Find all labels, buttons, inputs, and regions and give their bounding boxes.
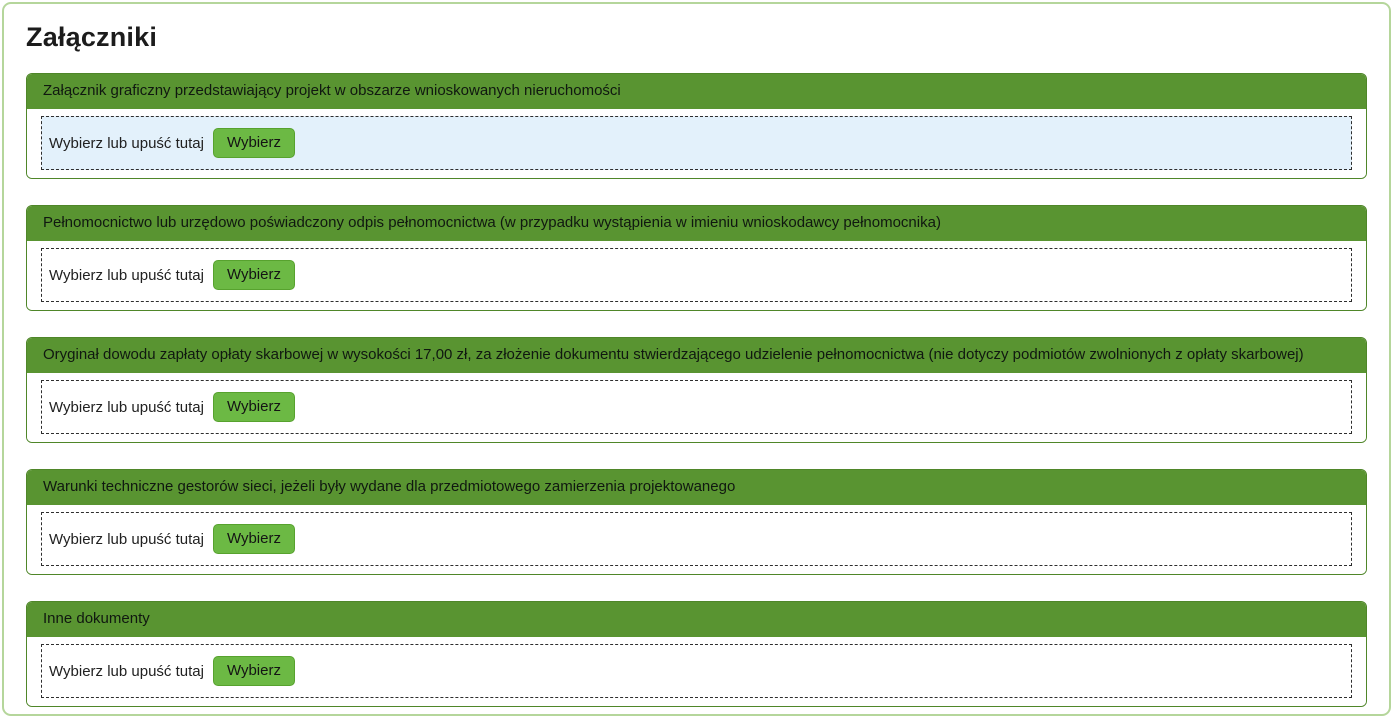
choose-file-button[interactable]: Wybierz [212, 656, 295, 686]
attachment-section-title: Oryginał dowodu zapłaty opłaty skarbowej… [43, 346, 1304, 363]
choose-file-button[interactable]: Wybierz [212, 128, 295, 158]
page-title: Załączniki [26, 22, 158, 52]
attachment-section-header: Oryginał dowodu zapłaty opłaty skarbowej… [27, 338, 1366, 373]
attachment-section-graphic: Załącznik graficzny przedstawiający proj… [26, 73, 1367, 179]
dropzone-label: Wybierz lub upuść tutaj [49, 662, 204, 680]
attachment-section-body: Wybierz lub upuść tutaj Wybierz [27, 241, 1366, 310]
attachment-section-header: Pełnomocnictwo lub urzędowo poświadczony… [27, 206, 1366, 241]
attachment-section-body: Wybierz lub upuść tutaj Wybierz [27, 637, 1366, 706]
dropzone-label: Wybierz lub upuść tutaj [49, 530, 204, 548]
attachment-section-header: Warunki techniczne gestorów sieci, jeżel… [27, 470, 1366, 505]
attachment-section-title: Pełnomocnictwo lub urzędowo poświadczony… [43, 214, 941, 231]
attachment-section-body: Wybierz lub upuść tutaj Wybierz [27, 373, 1366, 442]
attachment-section-technical-conditions: Warunki techniczne gestorów sieci, jeżel… [26, 469, 1367, 575]
attachment-section-title: Załącznik graficzny przedstawiający proj… [43, 82, 621, 99]
attachment-section-body: Wybierz lub upuść tutaj Wybierz [27, 109, 1366, 178]
attachment-section-title: Inne dokumenty [43, 610, 150, 627]
attachment-section-header: Inne dokumenty [27, 602, 1366, 637]
dropzone-label: Wybierz lub upuść tutaj [49, 266, 204, 284]
attachment-section-power-of-attorney: Pełnomocnictwo lub urzędowo poświadczony… [26, 205, 1367, 311]
file-dropzone[interactable]: Wybierz lub upuść tutaj Wybierz [41, 644, 1352, 698]
attachment-section-body: Wybierz lub upuść tutaj Wybierz [27, 505, 1366, 574]
file-dropzone[interactable]: Wybierz lub upuść tutaj Wybierz [41, 380, 1352, 434]
attachment-section-other-documents: Inne dokumenty Wybierz lub upuść tutaj W… [26, 601, 1367, 707]
choose-file-button[interactable]: Wybierz [212, 524, 295, 554]
file-dropzone[interactable]: Wybierz lub upuść tutaj Wybierz [41, 116, 1352, 170]
attachment-section-header: Załącznik graficzny przedstawiający proj… [27, 74, 1366, 109]
attachment-section-title: Warunki techniczne gestorów sieci, jeżel… [43, 478, 736, 495]
file-dropzone[interactable]: Wybierz lub upuść tutaj Wybierz [41, 248, 1352, 302]
dropzone-label: Wybierz lub upuść tutaj [49, 134, 204, 152]
choose-file-button[interactable]: Wybierz [212, 392, 295, 422]
attachment-section-stamp-duty: Oryginał dowodu zapłaty opłaty skarbowej… [26, 337, 1367, 443]
choose-file-button[interactable]: Wybierz [212, 260, 295, 290]
file-dropzone[interactable]: Wybierz lub upuść tutaj Wybierz [41, 512, 1352, 566]
dropzone-label: Wybierz lub upuść tutaj [49, 398, 204, 416]
